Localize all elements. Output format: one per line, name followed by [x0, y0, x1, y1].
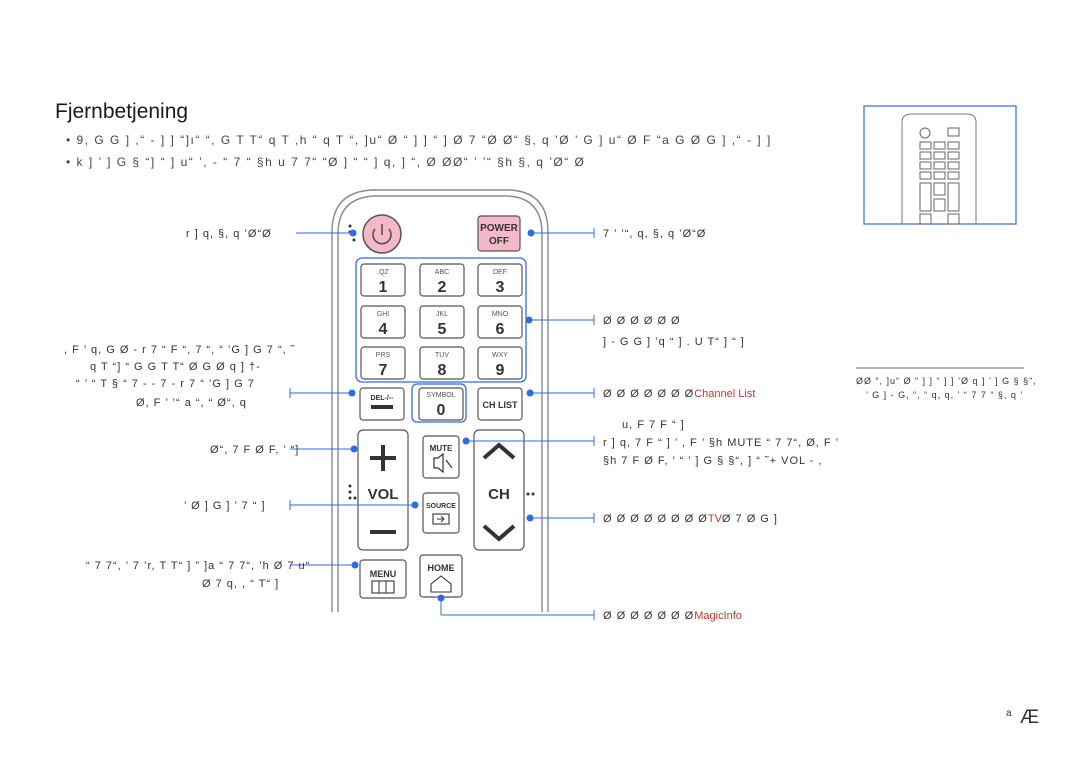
- number-key-letters: PRS: [376, 352, 391, 359]
- number-key-letters: JKL: [436, 311, 448, 318]
- number-key-frame: [360, 263, 406, 297]
- number-key-letters: ABC: [435, 269, 449, 276]
- label-home: Ø Ø Ø Ø Ø Ø ØMagicInfo: [603, 610, 742, 622]
- intro-paragraph-2: • k ] ’ ] G § “] “ ] u“ ’, - “ 7 “ §h u …: [66, 155, 586, 169]
- label-power: r ] q, §, q ’Ø“Ø: [186, 228, 272, 240]
- label-source: ’ Ø ] G ] ’ 7 “ ]: [184, 500, 266, 512]
- number-key-digit: 9: [496, 362, 505, 379]
- del-label: DEL-/--: [371, 395, 395, 402]
- number-key-frame: [419, 346, 465, 380]
- channel-list-button[interactable]: CH LIST: [477, 387, 523, 421]
- number-key-digit: 4: [379, 321, 388, 338]
- label-channel-highlight: TV: [707, 513, 722, 525]
- number-key-8[interactable]: TUV 8: [419, 346, 465, 380]
- label-delete-3: “ ’ “ T § “ 7 - - 7 - r 7 “ ’G ] G 7: [76, 378, 255, 390]
- label-delete-4: Ø, F ’ ’“ a “, “ Ø“, q: [136, 397, 247, 409]
- label-numbers-2: ] - G G ] ’q “ ] . U T“ ] “ ]: [603, 336, 745, 348]
- label-channel-suffix: Ø 7 Ø G ]: [721, 513, 778, 525]
- power-off-button[interactable]: POWER OFF: [477, 215, 521, 252]
- channel-rocker[interactable]: CH: [473, 429, 525, 551]
- home-button[interactable]: HOME: [419, 554, 463, 598]
- number-key-letters: TUV: [435, 352, 449, 359]
- label-home-prefix: Ø Ø Ø Ø Ø Ø Ø: [603, 610, 695, 622]
- number-key-1[interactable]: .QZ 1: [360, 263, 406, 297]
- label-channel-list-prefix: Ø Ø Ø Ø Ø Ø Ø: [603, 388, 695, 400]
- label-power-off: 7 ’ ’“, q, §, q ’Ø“Ø: [603, 228, 707, 240]
- number-key-2[interactable]: ABC 2: [419, 263, 465, 297]
- source-button[interactable]: SOURCE: [422, 492, 460, 534]
- intro-paragraph-1: • 9, G G ] ,“ - ] ] “]ı“ “, G T T“ q T ,…: [66, 133, 772, 147]
- power-label: POWER: [480, 223, 519, 234]
- number-key-6[interactable]: MNO 6: [477, 305, 523, 339]
- label-channel-list-highlight: Channel List: [694, 388, 756, 400]
- callout-lines: [289, 228, 595, 620]
- number-key-letters: GHI: [377, 311, 390, 318]
- off-label: OFF: [489, 236, 509, 247]
- remote-thumbnail: [863, 105, 1017, 225]
- label-menu-1: “ 7 7“, ’ 7 ’r, T T“ ] ” ]a “ 7 7“, ’h Ø…: [86, 560, 311, 572]
- symbol-label: SYMBOL: [426, 392, 455, 399]
- number-key-digit: 1: [379, 279, 388, 296]
- label-home-highlight: MagicInfo: [694, 610, 742, 622]
- vol-label: VOL: [368, 486, 399, 503]
- number-key-frame: [477, 346, 523, 380]
- number-key-frame: [360, 305, 406, 339]
- number-key-4[interactable]: GHI 4: [360, 305, 406, 339]
- mute-label: MUTE: [430, 444, 453, 453]
- label-numbers-1: Ø Ø Ø Ø Ø Ø: [603, 315, 681, 327]
- zero-label: 0: [437, 402, 446, 419]
- number-key-letters: MNO: [492, 311, 509, 318]
- chlist-label: CH LIST: [483, 400, 519, 410]
- note-line-2: ’ G ] - G, “, “ q, q, ’ “ 7 7 “ §, q ’: [866, 390, 1024, 400]
- number-key-5[interactable]: JKL 5: [419, 305, 465, 339]
- label-mute-3: §h 7 F Ø F, ’ “ ’ ] G § §“, ] “ ˜+ VOL -…: [603, 455, 823, 467]
- label-delete-2: q T “] “ G G T T“ Ø G Ø q ] †-: [90, 361, 261, 373]
- label-channel-list: Ø Ø Ø Ø Ø Ø ØChannel List: [603, 388, 755, 400]
- menu-label: MENU: [370, 569, 397, 579]
- number-key-3[interactable]: DEF 3: [477, 263, 523, 297]
- mute-button[interactable]: MUTE: [422, 435, 460, 479]
- number-key-9[interactable]: WXY 9: [477, 346, 523, 380]
- symbol-zero-button[interactable]: SYMBOL 0: [418, 387, 464, 421]
- page-number-superscript: a: [1006, 708, 1012, 719]
- remote-body: [331, 189, 549, 612]
- home-label: HOME: [428, 563, 455, 573]
- number-key-7[interactable]: PRS 7: [360, 346, 406, 380]
- label-channel: Ø Ø Ø Ø Ø Ø Ø ØTVØ 7 Ø G ]: [603, 513, 778, 525]
- volume-rocker[interactable]: VOL: [357, 429, 409, 551]
- zero-highlight: [411, 383, 467, 423]
- number-key-frame: [419, 263, 465, 297]
- number-key-digit: 5: [438, 321, 447, 338]
- number-key-digit: 2: [438, 279, 447, 296]
- label-mute-2: r ] q, 7 F “ ] ’ , F ’ §h MUTE “ 7 7“, Ø…: [603, 437, 840, 449]
- label-channel-prefix: Ø Ø Ø Ø Ø Ø Ø Ø: [603, 513, 708, 525]
- note-line-1: ØØ “, ]u“ Ø “ ] ] “ ] ] ’Ø q ] ’ ] G § §…: [856, 376, 1037, 386]
- number-key-frame: [419, 305, 465, 339]
- number-key-frame: [477, 263, 523, 297]
- number-key-digit: 3: [496, 279, 505, 296]
- number-key-letters: DEF: [493, 269, 507, 276]
- source-label: SOURCE: [426, 503, 456, 510]
- ch-label: CH: [488, 486, 510, 503]
- number-key-frame: [360, 346, 406, 380]
- number-key-frame: [477, 305, 523, 339]
- label-menu-2: Ø 7 q, , “ T“ ]: [202, 578, 280, 590]
- number-key-letters: WXY: [492, 352, 508, 359]
- number-key-digit: 7: [379, 362, 388, 379]
- delete-button[interactable]: DEL-/--: [359, 387, 405, 421]
- number-key-digit: 6: [496, 321, 505, 338]
- label-volume: Ø“, 7 F Ø F, ’ “]: [210, 444, 300, 456]
- menu-button[interactable]: MENU: [359, 559, 407, 599]
- number-key-letters: .QZ: [377, 269, 389, 276]
- number-key-digit: 8: [438, 362, 447, 379]
- page-number: Æ: [1020, 707, 1039, 728]
- power-button[interactable]: [362, 214, 402, 254]
- label-mute-1: u, F 7 F “ ]: [622, 419, 685, 431]
- label-delete-1: , F ’ q, G Ø - r 7 “ F “, 7 “, “ ’G ] G …: [64, 344, 296, 356]
- page-title: Fjernbetjening: [55, 100, 189, 123]
